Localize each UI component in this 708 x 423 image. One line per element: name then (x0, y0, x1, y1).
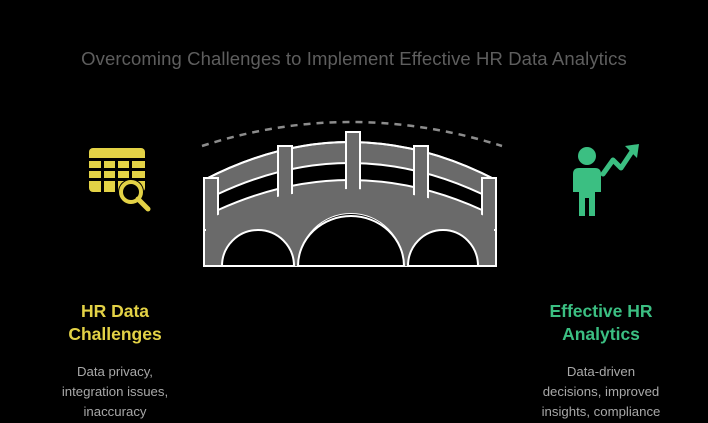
hr-data-challenges-panel: HR Data Challenges Data privacy, integra… (20, 140, 210, 422)
bridge-icon (201, 120, 503, 267)
person-growth-icon (573, 144, 639, 216)
spreadsheet-search-icon (89, 148, 151, 212)
diagram-title: Overcoming Challenges to Implement Effec… (81, 48, 627, 69)
right-heading: Effective HR Analytics (549, 301, 653, 344)
effective-hr-analytics-panel: Effective HR Analytics Data-driven decis… (506, 140, 696, 422)
left-heading: HR Data Challenges (68, 301, 162, 344)
right-description: Data-driven decisions, improved insights… (541, 364, 661, 419)
left-description: Data privacy, integration issues, inaccu… (61, 364, 169, 419)
